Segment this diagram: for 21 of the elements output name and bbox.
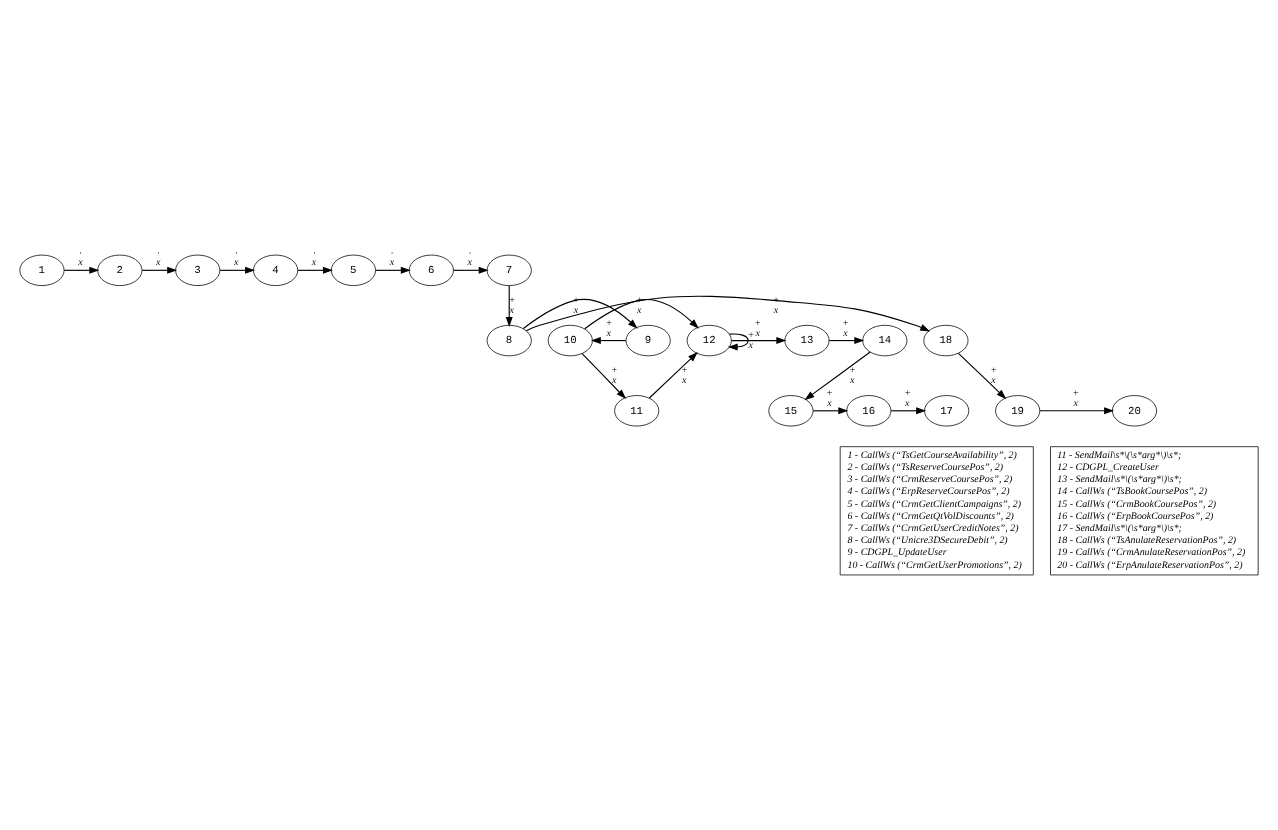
arrow xyxy=(648,352,698,399)
arrow xyxy=(505,285,513,327)
arrow xyxy=(522,298,638,330)
arrow xyxy=(828,337,865,345)
arrow xyxy=(590,337,627,345)
arrow xyxy=(812,407,849,415)
arrow xyxy=(375,266,411,274)
arrow xyxy=(219,266,255,274)
arrow xyxy=(525,295,931,332)
arrow xyxy=(890,407,927,415)
arrow xyxy=(730,337,787,345)
arrow xyxy=(727,333,749,351)
arrow xyxy=(1039,407,1115,415)
arrow xyxy=(584,299,699,330)
arrow xyxy=(957,352,1007,400)
arrow xyxy=(63,266,100,274)
arrow xyxy=(581,353,627,400)
arrow xyxy=(297,266,333,274)
arrow xyxy=(141,266,178,274)
arrow xyxy=(453,266,489,274)
arrow xyxy=(804,351,871,401)
